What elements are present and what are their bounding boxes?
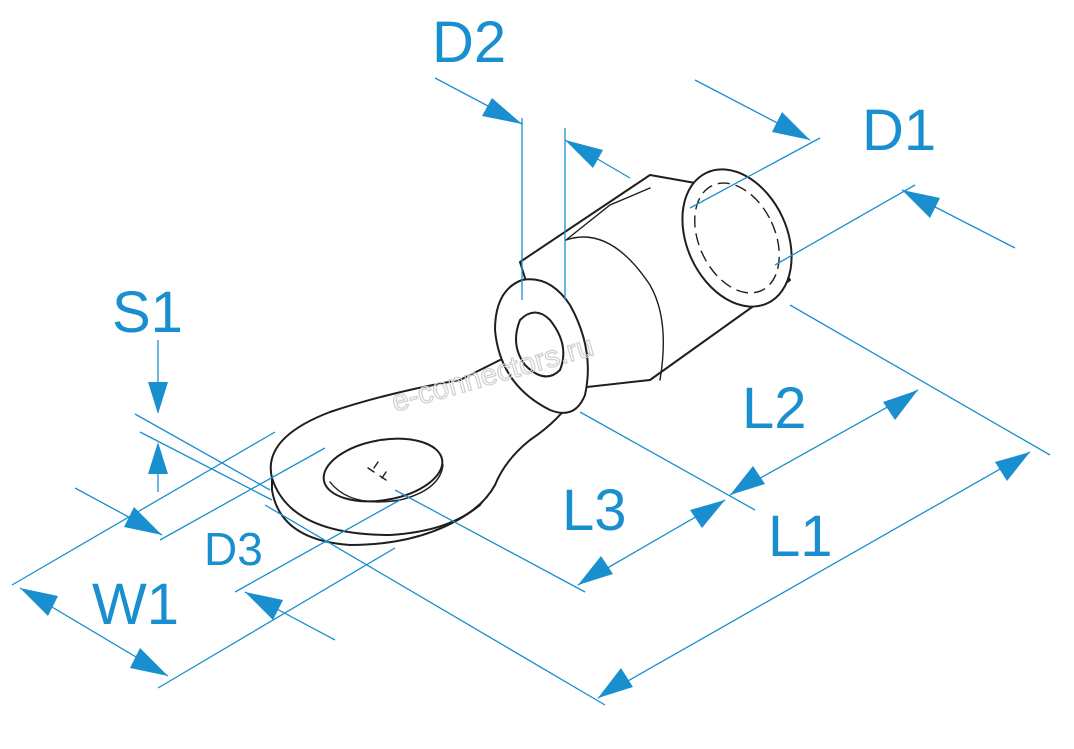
label-s1: S1 xyxy=(112,280,183,345)
w1-arrow-right xyxy=(130,648,168,676)
ring-terminal xyxy=(269,168,793,546)
label-d1: D1 xyxy=(862,98,936,163)
s1-arrow-bottom xyxy=(148,442,168,474)
s1-arrow-top xyxy=(148,382,168,414)
barrel-band xyxy=(565,236,664,381)
crimp-opening xyxy=(515,311,565,378)
label-d2: D2 xyxy=(432,10,506,75)
barrel-step xyxy=(565,187,651,241)
stud-hole xyxy=(322,437,444,503)
l1-arrow-top xyxy=(995,452,1030,481)
label-l2: L2 xyxy=(742,376,807,441)
label-l3: L3 xyxy=(562,478,627,543)
d2-arrow-left xyxy=(482,98,522,124)
l3-arrow-top xyxy=(690,500,725,528)
l2-arrow-top xyxy=(883,390,918,420)
w1-arrow-left xyxy=(20,588,58,616)
l3-arrow-bottom xyxy=(578,556,613,585)
label-w1: W1 xyxy=(92,572,179,637)
d1-arrow-bottom xyxy=(902,190,940,218)
barrel-front-end xyxy=(681,168,793,308)
d3-arrow-right xyxy=(245,592,283,620)
barrel-bore xyxy=(694,182,780,294)
d3-arrow-left xyxy=(124,507,162,535)
l1-arrow-bottom xyxy=(598,668,633,698)
dimension-lines xyxy=(11,77,1051,706)
label-d3: D3 xyxy=(204,523,263,575)
label-l1: L1 xyxy=(768,504,833,569)
hole-center-mark xyxy=(367,461,387,481)
d1-arrow-top xyxy=(772,112,810,140)
l2-arrow-bottom xyxy=(730,466,765,495)
d2-arrow-right xyxy=(565,140,603,168)
